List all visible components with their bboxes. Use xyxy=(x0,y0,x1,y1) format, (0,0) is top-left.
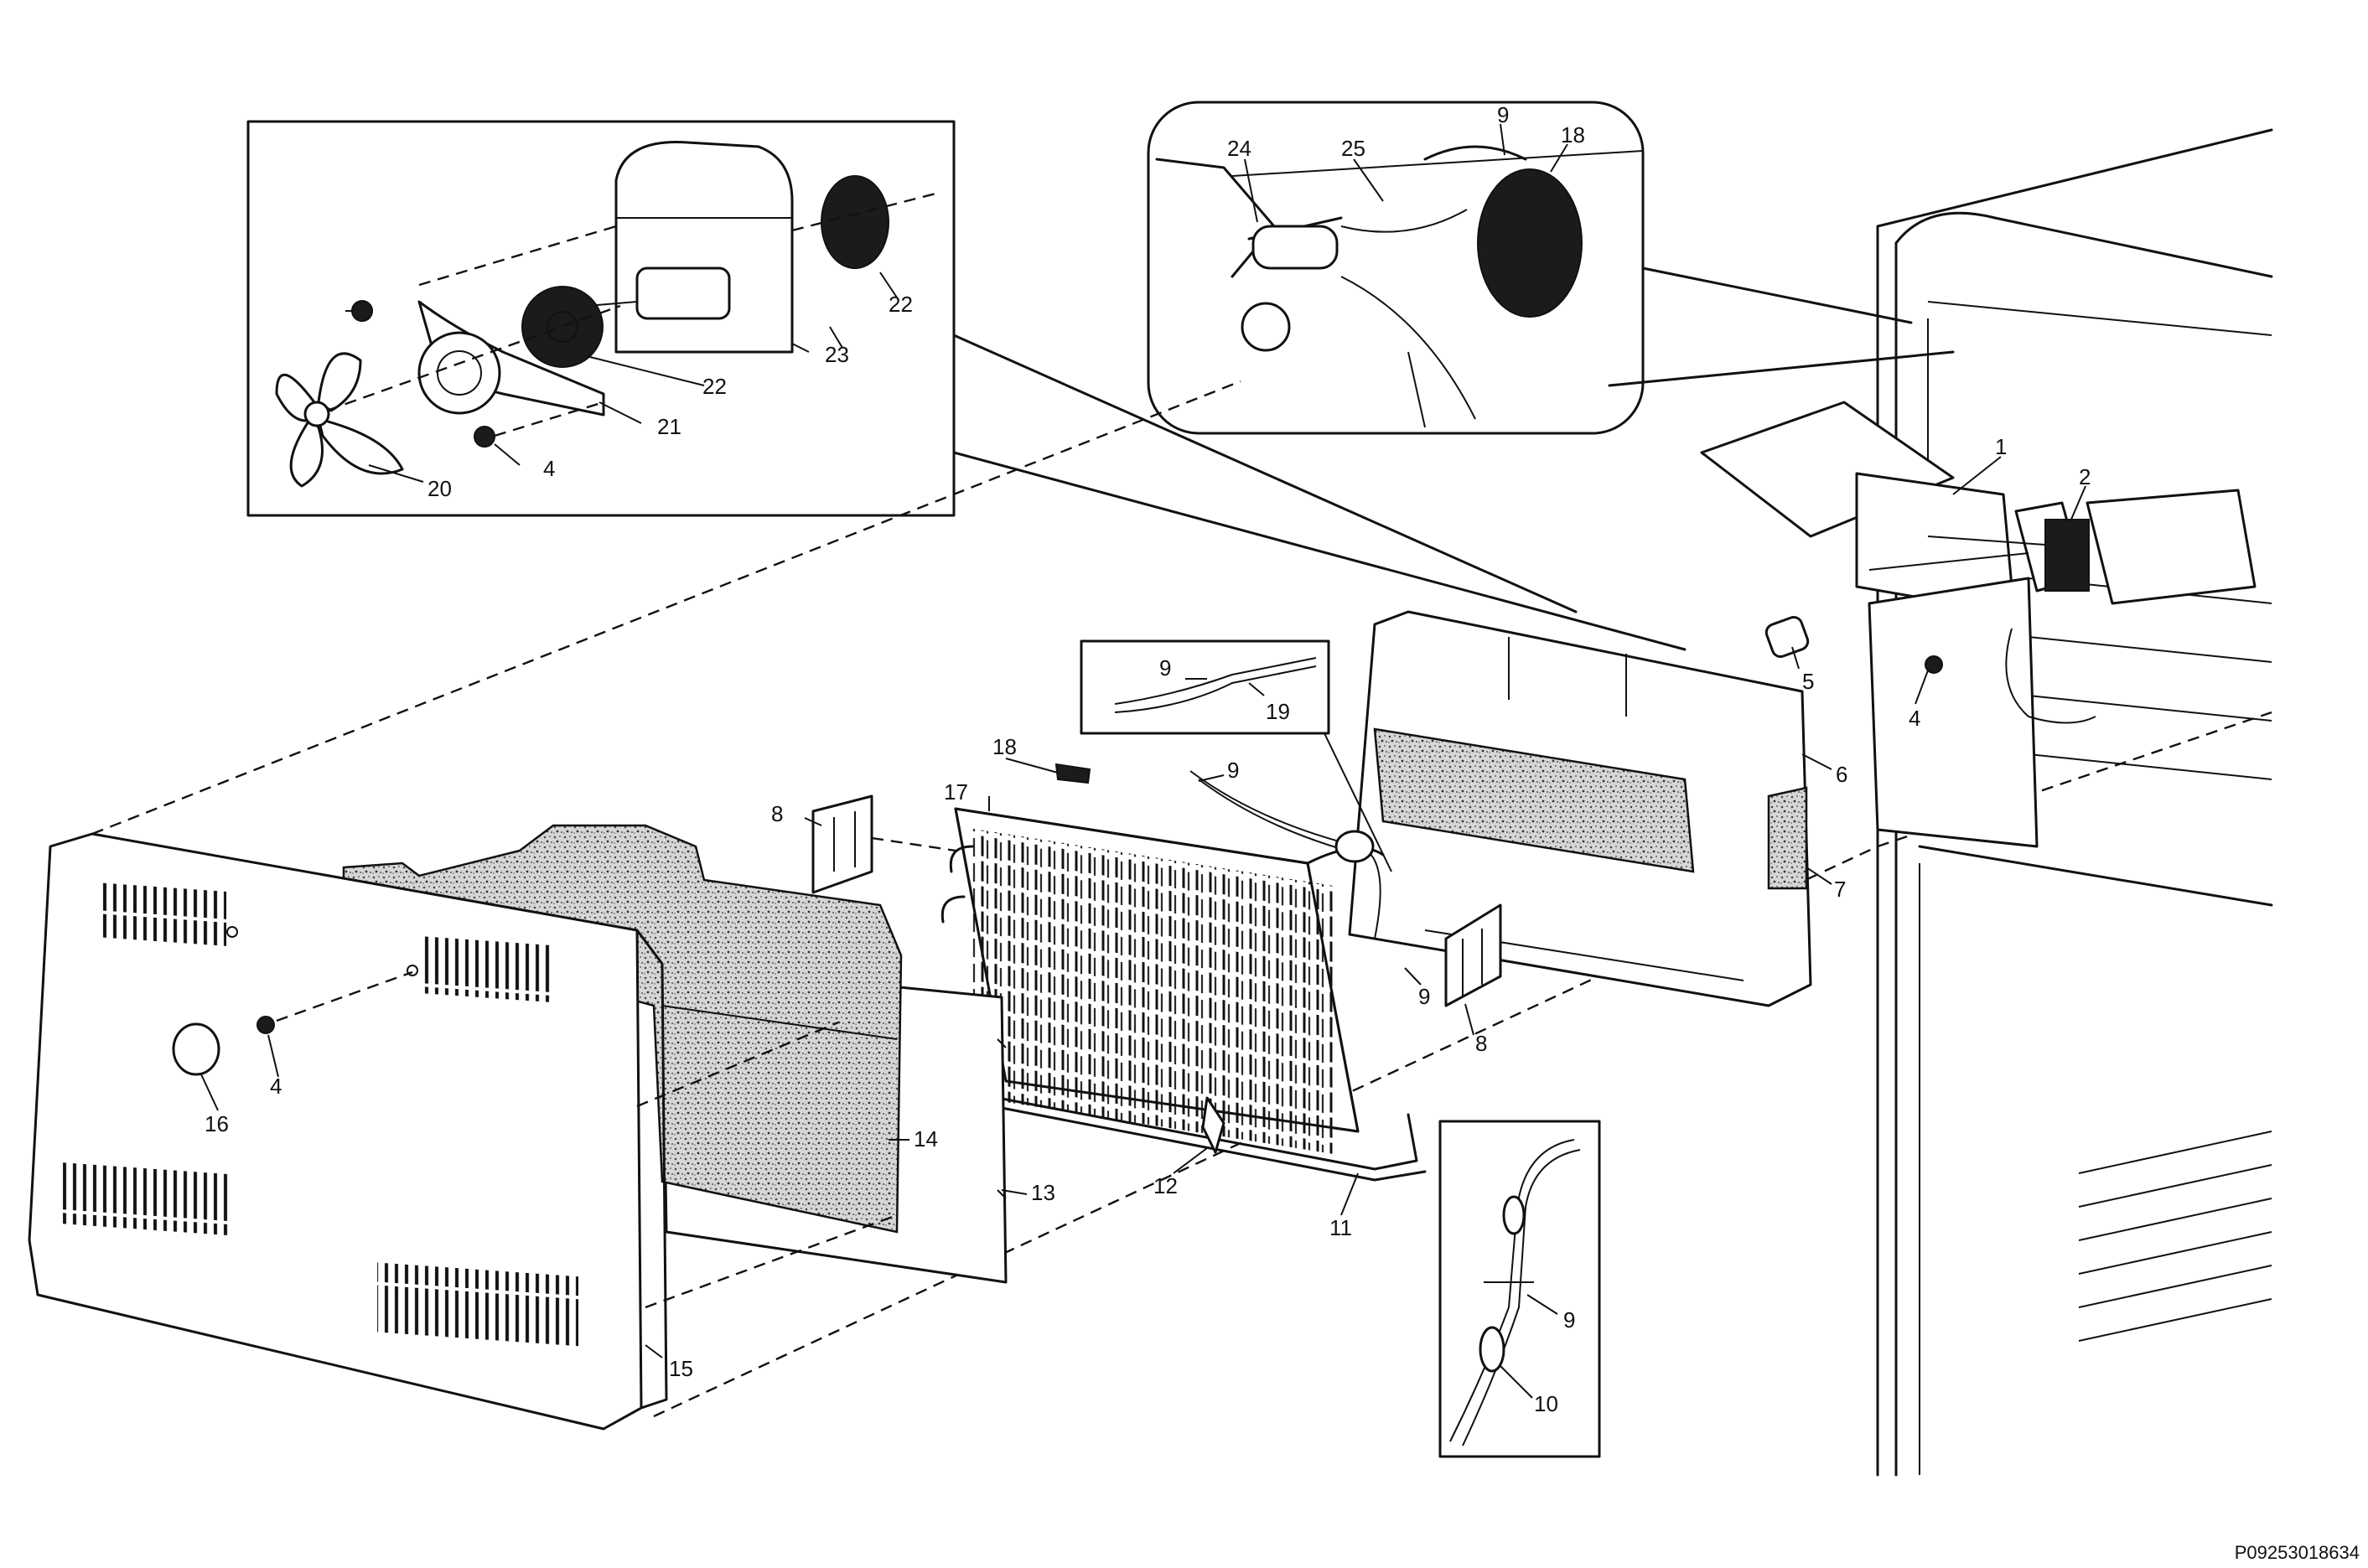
bracket-dash xyxy=(871,836,956,852)
callout-9-wire: 9 xyxy=(1418,984,1430,1009)
callout-16: 16 xyxy=(205,1111,229,1136)
defrost-sensor-inset xyxy=(1080,639,1392,872)
callout-25: 25 xyxy=(1341,136,1365,161)
callout-1: 1 xyxy=(1995,434,2007,459)
callout-9-inset: 9 xyxy=(1497,102,1509,127)
front-panel xyxy=(28,832,668,1431)
callout-9-heater: 9 xyxy=(1159,655,1171,681)
callout-4-right: 4 xyxy=(1909,706,1920,731)
callout-14: 14 xyxy=(914,1126,938,1151)
callout-5: 5 xyxy=(1802,669,1814,694)
callout-8-right: 8 xyxy=(1475,1031,1487,1056)
evaporator-coil xyxy=(940,770,1427,1182)
callout-7: 7 xyxy=(1834,877,1846,902)
rear-duct-panel xyxy=(1348,610,1812,1007)
callout-20: 20 xyxy=(427,476,452,501)
part-number-label: P09253018634 xyxy=(2235,1542,2360,1563)
callout-9-coil: 9 xyxy=(1227,758,1239,783)
callout-17: 17 xyxy=(944,779,968,805)
callout-12: 12 xyxy=(1153,1173,1178,1198)
callout-22-upper: 22 xyxy=(889,292,913,317)
bracket-left xyxy=(811,794,873,894)
callout-8-left: 8 xyxy=(771,801,783,826)
callout-2: 2 xyxy=(2079,464,2091,489)
thermostat-inset xyxy=(1147,101,1645,435)
callout-4-left: 4 xyxy=(270,1074,282,1099)
sensor-inset xyxy=(1438,1120,1601,1458)
callout-18-inset: 18 xyxy=(1561,122,1585,147)
front-guide-lines xyxy=(636,1021,898,1309)
part-5-damper-seal xyxy=(1764,615,1810,659)
callout-13: 13 xyxy=(1031,1180,1055,1205)
callout-21: 21 xyxy=(657,414,681,439)
callout-4-inset: 4 xyxy=(543,456,555,481)
bracket-right xyxy=(1444,903,1502,1007)
callout-22-lower: 22 xyxy=(702,374,727,399)
callout-24: 24 xyxy=(1227,136,1251,161)
callout-9-sensor: 9 xyxy=(1563,1307,1575,1333)
callout-15: 15 xyxy=(669,1356,693,1381)
callout-labels: 1 2 4 4 4 5 6 7 8 8 9 9 9 9 9 10 11 12 1… xyxy=(205,102,2091,1416)
callout-10: 10 xyxy=(1534,1391,1558,1416)
part-18-clip xyxy=(1054,763,1091,784)
callout-18-coil: 18 xyxy=(992,734,1017,759)
callout-11: 11 xyxy=(1329,1215,1352,1240)
callout-19: 19 xyxy=(1266,699,1290,724)
callout-6: 6 xyxy=(1836,762,1847,787)
inset-connector-lines xyxy=(952,267,1955,651)
callout-23: 23 xyxy=(825,342,849,367)
fan-motor-inset xyxy=(246,120,956,517)
callout-leaders xyxy=(200,123,2086,1399)
evaporator-cover xyxy=(1700,401,2257,848)
